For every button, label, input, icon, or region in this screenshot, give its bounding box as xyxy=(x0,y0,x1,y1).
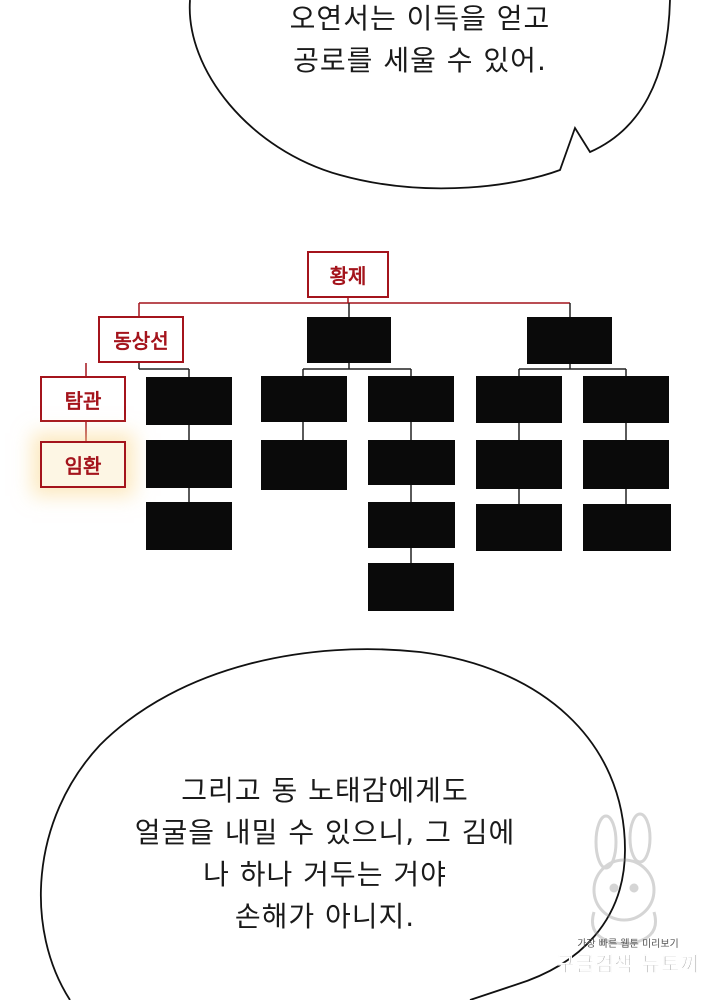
bubble-top-line-1: 오연서는 이득을 얻고 xyxy=(289,2,551,35)
watermark-rabbit-icon xyxy=(591,812,657,946)
redacted-node xyxy=(368,440,455,485)
redacted-node xyxy=(146,377,232,425)
redacted-node xyxy=(261,440,347,490)
node-tamgwan: 탐관 xyxy=(40,376,126,422)
redacted-node xyxy=(476,440,562,489)
node-dongsangseon: 동상선 xyxy=(98,316,184,363)
speech-bubble-bottom xyxy=(40,648,626,1000)
redacted-node xyxy=(368,376,454,422)
chart-connectors-dark xyxy=(138,303,627,563)
redacted-node xyxy=(368,502,455,548)
redacted-node xyxy=(527,317,612,364)
redacted-node xyxy=(583,504,671,551)
bubble-bottom-line-1: 그리고 동 노태감에게도 xyxy=(181,774,469,807)
bubble-bottom-line-3: 나 하나 거두는 거야 xyxy=(203,858,447,891)
watermark-small-text: 가장 빠른 웹툰 미리보기 xyxy=(577,939,679,950)
redacted-node xyxy=(368,563,454,611)
bubble-bottom-line-2: 얼굴을 내밀 수 있으니, 그 김에 xyxy=(134,816,516,849)
bubble-bottom-line-4: 손해가 아니지. xyxy=(234,900,416,933)
bubble-top-line-2: 공로를 세울 수 있어. xyxy=(293,44,547,77)
chart-connectors xyxy=(85,298,570,441)
redacted-node xyxy=(583,440,669,489)
redacted-node xyxy=(476,504,562,551)
redacted-node xyxy=(307,317,391,363)
redacted-node xyxy=(583,376,669,423)
redacted-node xyxy=(146,502,232,550)
redacted-node xyxy=(146,440,232,488)
redacted-node xyxy=(476,376,562,423)
speech-bubble-top xyxy=(188,0,671,190)
node-emperor: 황제 xyxy=(307,251,389,298)
watermark-big-text: 구글검색 뉴토끼 xyxy=(556,952,700,977)
redacted-node xyxy=(261,376,347,422)
bubble-bottom-text: 그리고 동 노태감에게도 얼굴을 내밀 수 있으니, 그 김에 나 하나 거두는… xyxy=(100,770,550,938)
node-imhwan: 임환 xyxy=(40,441,126,488)
bubble-top-text: 오연서는 이득을 얻고 공로를 세울 수 있어. xyxy=(230,0,610,82)
